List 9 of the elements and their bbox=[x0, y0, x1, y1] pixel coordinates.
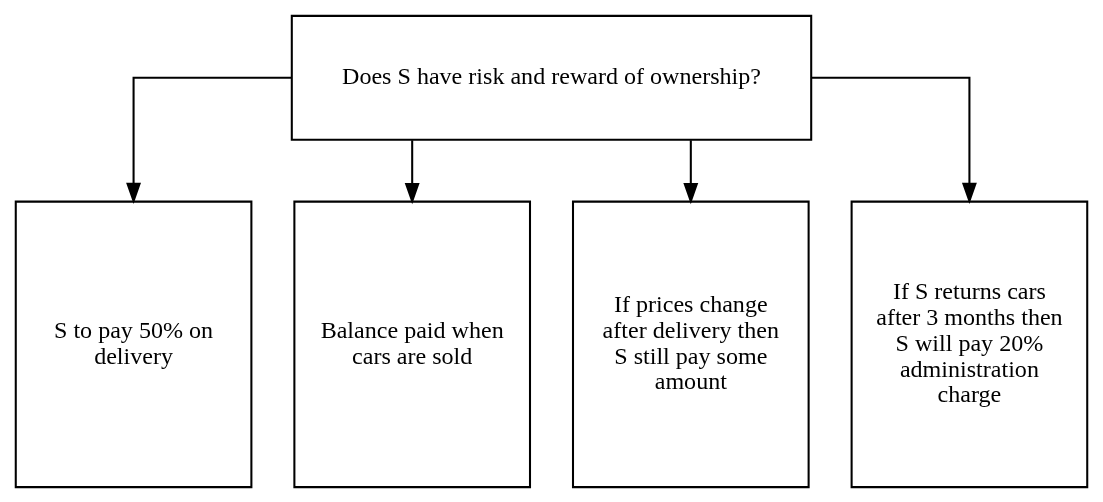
node-box: If S returns cars after 3 months then S will pay 20% administration charge bbox=[850, 200, 1089, 488]
node-box: If prices change after delivery then S still pay some amount bbox=[571, 200, 810, 488]
node-box: S to pay 50% on delivery bbox=[14, 200, 253, 488]
arrow bbox=[126, 76, 292, 204]
arrow bbox=[404, 139, 420, 204]
arrow bbox=[811, 76, 977, 204]
node-box: Balance paid when cars are sold bbox=[293, 200, 532, 488]
node-box: Does S have risk and reward of ownership? bbox=[290, 14, 813, 141]
arrow bbox=[683, 139, 699, 204]
